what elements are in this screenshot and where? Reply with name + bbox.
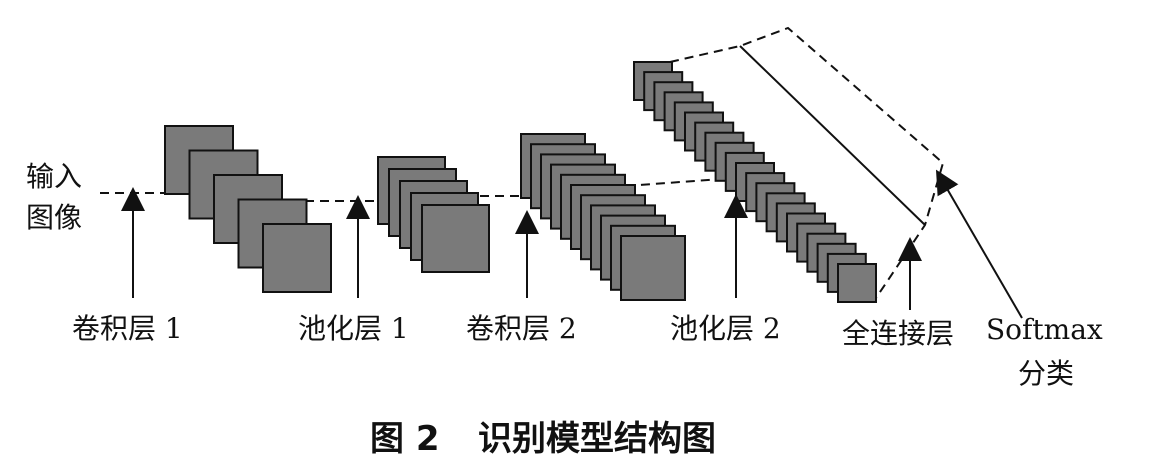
- pointer-arrows: [121, 169, 1023, 319]
- pool2-feature-maps: [633, 61, 877, 303]
- input-label-line1: 输入: [26, 160, 82, 193]
- pool1-feature-map-5: [421, 204, 490, 273]
- softmax-label-line1: Softmax: [986, 313, 1103, 346]
- conv2-label: 卷积层 2: [466, 312, 577, 345]
- pool1-label: 池化层 1: [298, 312, 409, 345]
- conv1-feature-maps: [164, 125, 332, 293]
- conv1-label: 卷积层 1: [72, 312, 183, 345]
- conv2-feature-map-11: [620, 235, 686, 301]
- softmax-label-line2: 分类: [1018, 357, 1074, 390]
- pool2-feature-map-21: [837, 263, 877, 303]
- figure-number: 图 2: [370, 419, 440, 459]
- softmax-arrow: [935, 169, 1023, 319]
- input-label-line2: 图像: [26, 201, 82, 234]
- pool2-label: 池化层 2: [670, 312, 781, 345]
- fc-label: 全连接层: [842, 317, 954, 350]
- conv1-feature-map-5: [262, 223, 332, 293]
- figure-title: 识别模型结构图: [478, 419, 716, 459]
- conv2-feature-maps: [520, 133, 686, 301]
- fc-solid-line: [739, 45, 926, 226]
- pool1-feature-maps: [377, 156, 490, 273]
